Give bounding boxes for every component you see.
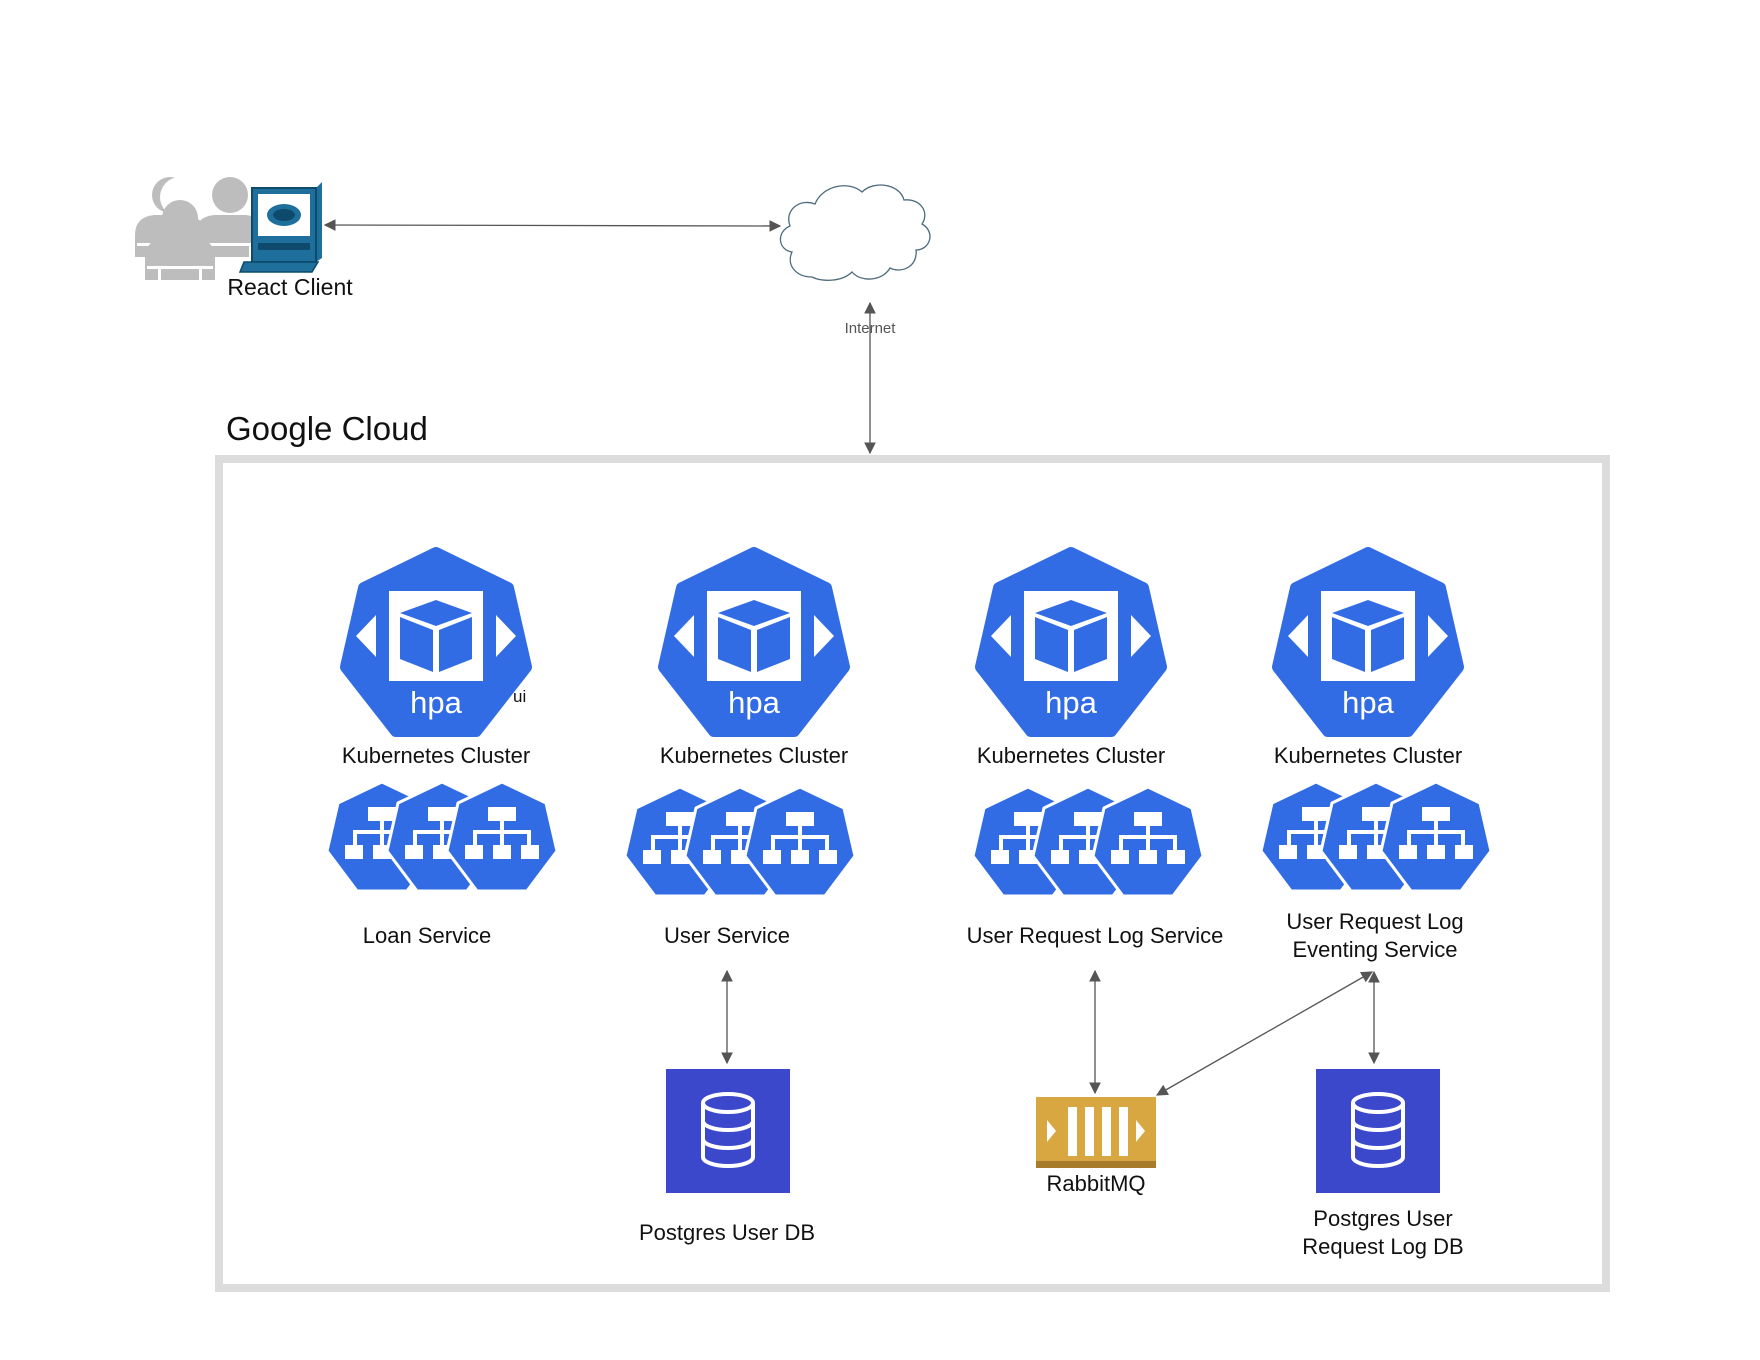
computer-icon	[238, 182, 322, 273]
hpa-icon-request-log: hpa	[981, 553, 1161, 731]
service-icons-user	[623, 785, 857, 898]
ui-tag: ui	[513, 687, 527, 706]
users-icon	[135, 177, 265, 280]
eventing-queue-connector	[1155, 971, 1374, 1096]
hpa-icon-user: hpa	[664, 553, 844, 731]
postgres-request-log-db-icon	[1311, 1064, 1445, 1198]
postgres-request-log-db-label: Postgres User Request Log DB	[1302, 1206, 1464, 1259]
react-client-label: React Client	[227, 274, 353, 300]
hpa-label: hpa	[1045, 685, 1097, 720]
internet-cloud-icon	[779, 184, 931, 281]
postgres-user-db-icon	[661, 1064, 795, 1198]
hpa-icon-eventing: hpa	[1278, 553, 1458, 731]
google-cloud-title: Google Cloud	[226, 410, 428, 447]
cluster-label: Kubernetes Cluster	[1273, 743, 1463, 768]
hpa-label: hpa	[1342, 685, 1394, 720]
client-cloud-connector	[323, 219, 782, 232]
service-icons-eventing	[1259, 780, 1493, 893]
cluster-label: Kubernetes Cluster	[341, 743, 531, 768]
cluster-label: Kubernetes Cluster	[659, 743, 849, 768]
hpa-label: hpa	[728, 685, 780, 720]
user-request-log-service-label: User Request Log Service	[966, 923, 1224, 948]
postgres-user-db-label: Postgres User DB	[638, 1220, 816, 1245]
rabbitmq-queue-icon	[1036, 1097, 1156, 1168]
hpa-label: hpa	[410, 685, 462, 720]
service-icons-request-log	[971, 785, 1205, 898]
cluster-label: Kubernetes Cluster	[976, 743, 1166, 768]
hpa-icon-loan: hpa	[346, 553, 526, 731]
internet-label: Internet	[844, 320, 896, 337]
rabbitmq-label: RabbitMQ	[1046, 1171, 1146, 1196]
user-service-label: User Service	[664, 923, 790, 948]
service-icons-loan	[325, 780, 559, 893]
eventing-service-label: User Request Log Eventing Service	[1286, 909, 1464, 962]
loan-service-label: Loan Service	[362, 923, 492, 948]
